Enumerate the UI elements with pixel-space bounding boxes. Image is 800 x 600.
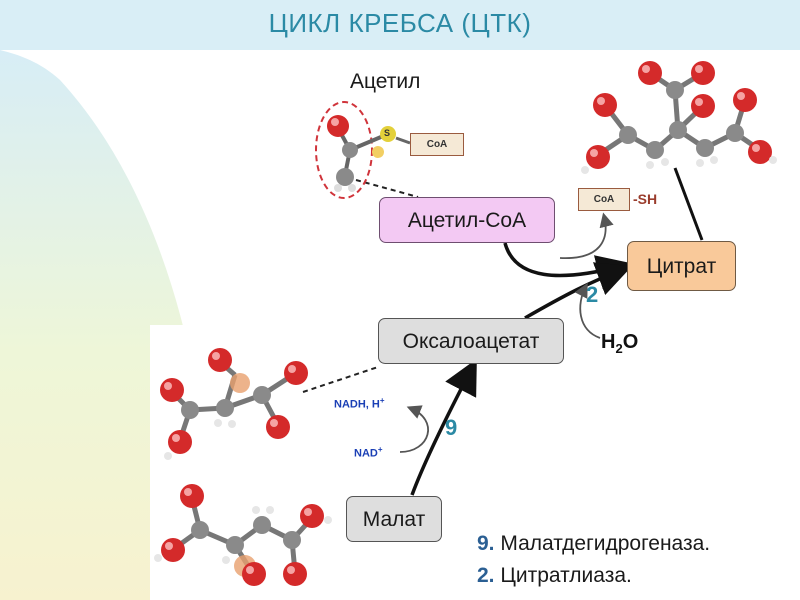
nad-to-nadh-arrow [399, 405, 429, 453]
water-input-arrow [574, 282, 601, 339]
sulfur-label: S [384, 128, 391, 138]
coa-tag-acetyl: CoA [410, 133, 464, 156]
coa-tag-released: CoA [578, 188, 630, 211]
nadh-superscript: + [379, 396, 385, 405]
citrate-link [673, 167, 704, 241]
acetyl-coa-box: Ацетил-CoA [379, 197, 555, 243]
water-h: H [601, 331, 616, 353]
water-o: O [622, 331, 639, 353]
legend-item-9: 9. Малатдегидрогеназа. [477, 532, 710, 556]
acetyl-dashed-link [355, 179, 419, 198]
step-9-label: 9 [445, 415, 458, 440]
citrate-box: Цитрат [627, 241, 736, 291]
nadh-label: NADH, H+ [334, 396, 385, 411]
nad-text: NAD [354, 447, 378, 460]
nad-superscript: + [377, 445, 383, 454]
water-label: H2O [601, 331, 638, 356]
legend-text: Цитратлиаза. [494, 564, 632, 587]
legend-text: Малатдегидрогеназа. [494, 532, 711, 555]
legend-item-2: 2. Цитратлиаза. [477, 564, 632, 588]
legend-number: 2. [477, 564, 495, 587]
sh-group-label: -SH [633, 191, 658, 207]
malate-to-oxalo-arrow [410, 358, 477, 496]
oxalo-dashed-link [302, 366, 379, 393]
nad-label: NAD+ [354, 445, 383, 460]
page-title: ЦИКЛ КРЕБСА (ЦТК) [268, 8, 532, 38]
nadh-text: NADH, H [334, 398, 380, 411]
water-subscript: 2 [615, 341, 623, 356]
header-bar [0, 0, 800, 50]
acetyl-label: Ацетил [350, 70, 421, 93]
oxaloacetate-box: Оксалоацетат [378, 318, 564, 364]
legend-number: 9. [477, 532, 495, 555]
malate-box: Малат [346, 496, 442, 542]
coa-release-arrow [559, 212, 614, 259]
step-2-label: 2 [586, 282, 599, 307]
